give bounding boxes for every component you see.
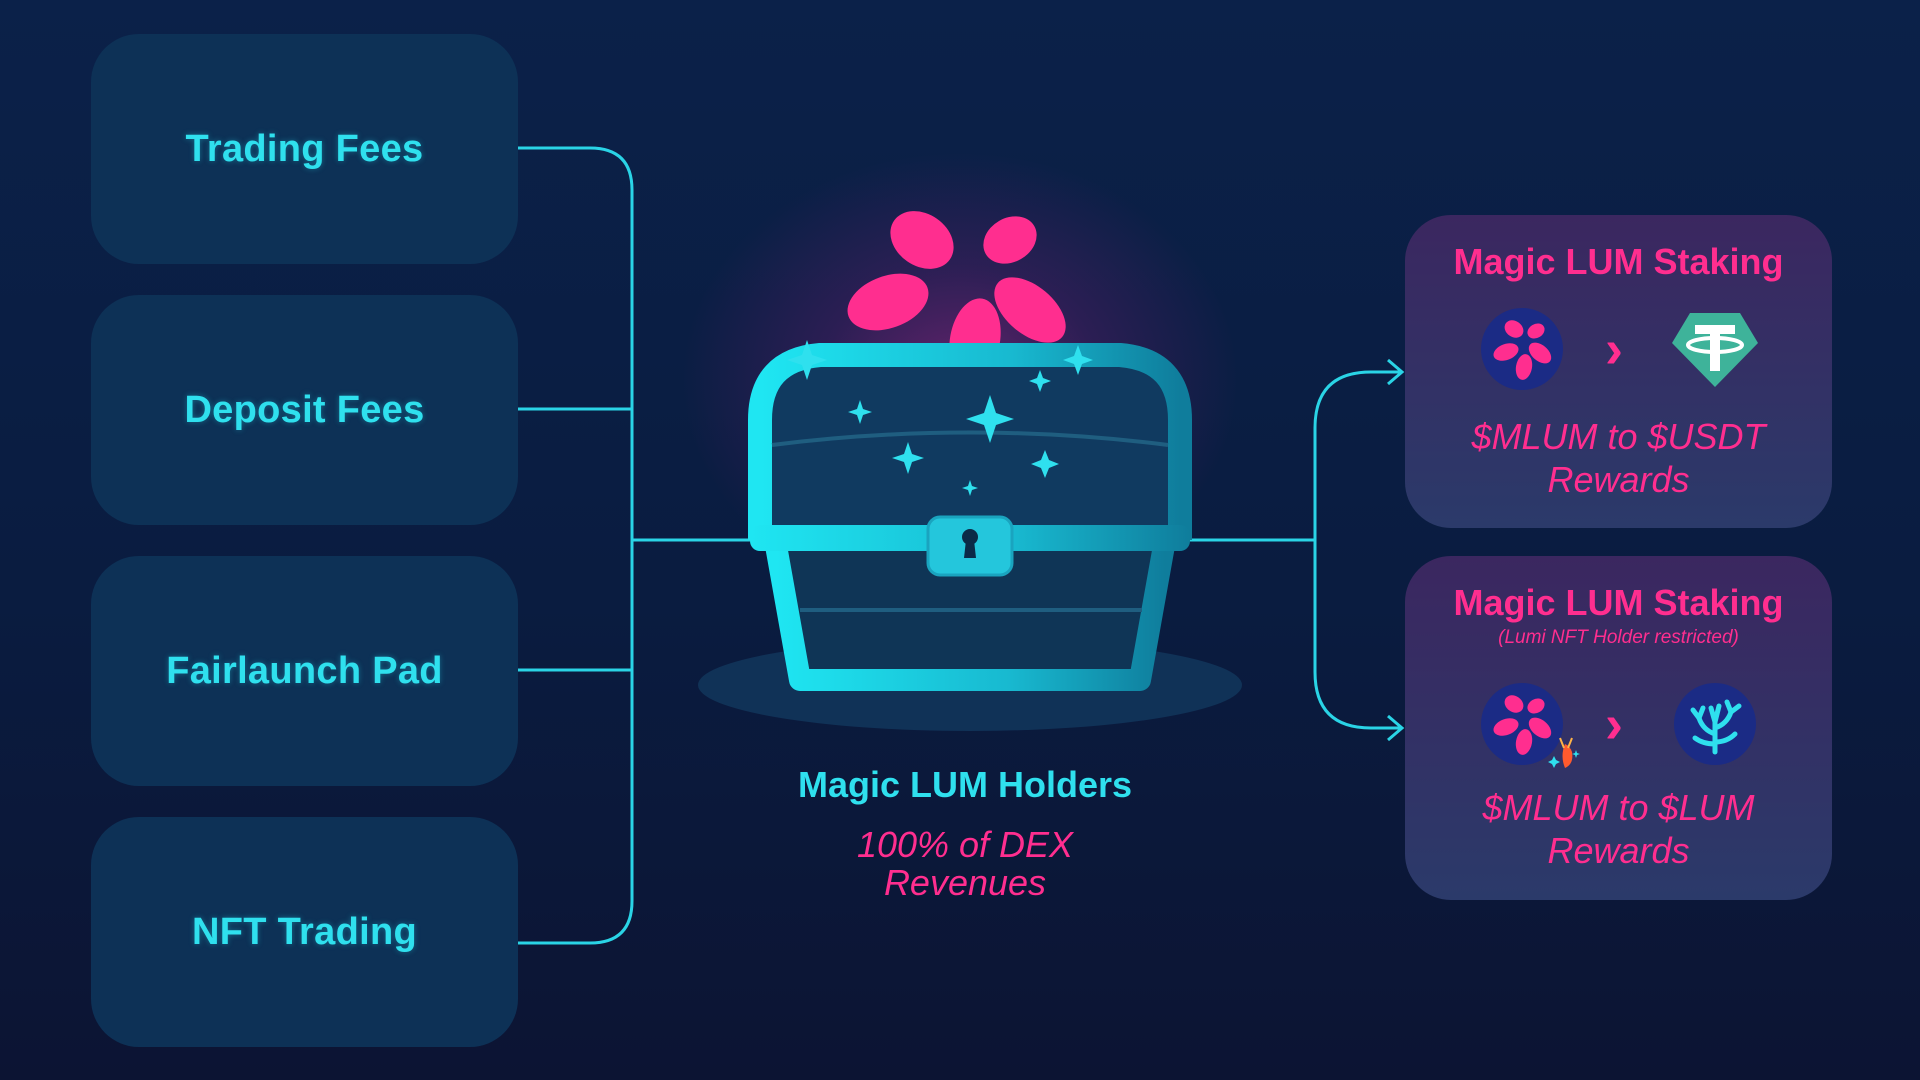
card-title: Magic LUM Staking <box>1453 241 1784 282</box>
card-reward-line2: Rewards <box>1547 459 1690 500</box>
source-label: Trading Fees <box>185 127 424 170</box>
source-box-nft-trading: NFT Trading <box>91 817 518 1047</box>
sparkle-icons <box>787 340 1093 496</box>
center-subtitle-line1: 100% of DEX <box>856 824 1074 865</box>
source-label: Deposit Fees <box>184 388 425 431</box>
source-box-fairlaunch-pad: Fairlaunch Pad <box>91 556 518 786</box>
connector-nft-trading <box>518 540 634 945</box>
source-box-deposit-fees: Deposit Fees <box>91 295 518 525</box>
arrow-right-icon: › <box>1605 319 1623 379</box>
reward-card-usdt: Magic LUM Staking › $MLUM to $USDT Rewar… <box>1405 215 1832 528</box>
source-label: Fairlaunch Pad <box>166 649 443 692</box>
mlum-flower-nft-icon <box>1481 683 1580 768</box>
arrowhead-card-1 <box>1387 358 1405 386</box>
connector-to-card-1 <box>1313 370 1400 540</box>
usdt-tether-icon <box>1672 313 1758 387</box>
card-reward: $MLUM to $LUM Rewards <box>1405 786 1832 872</box>
card-reward-line1: $MLUM to $LUM <box>1482 787 1755 828</box>
card-reward: $MLUM to $USDT Rewards <box>1405 415 1832 501</box>
center-subtitle-line2: Revenues <box>883 862 1047 903</box>
center-subtitle: 100% of DEX Revenues <box>700 826 1230 902</box>
arrowhead-card-2 <box>1387 714 1405 742</box>
connector-to-card-2 <box>1313 540 1400 730</box>
source-label: NFT Trading <box>192 910 417 953</box>
reward-card-lum: Magic LUM Staking (Lumi NFT Holder restr… <box>1405 556 1832 900</box>
chest-lid <box>760 355 1180 540</box>
source-box-trading-fees: Trading Fees <box>91 34 518 264</box>
mlum-flower-icon <box>1481 308 1563 390</box>
connector-trading-fees <box>518 146 634 540</box>
treasure-chest-icon <box>698 211 1242 731</box>
lum-coral-icon <box>1674 683 1756 765</box>
card-reward-line2: Rewards <box>1547 830 1690 871</box>
card-note: (Lumi NFT Holder restricted) <box>1498 627 1739 648</box>
arrow-right-icon: › <box>1605 694 1623 754</box>
card-reward-line1: $MLUM to $USDT <box>1471 416 1766 457</box>
center-title: Magic LUM Holders <box>797 764 1133 805</box>
card-title: Magic LUM Staking <box>1453 582 1784 623</box>
